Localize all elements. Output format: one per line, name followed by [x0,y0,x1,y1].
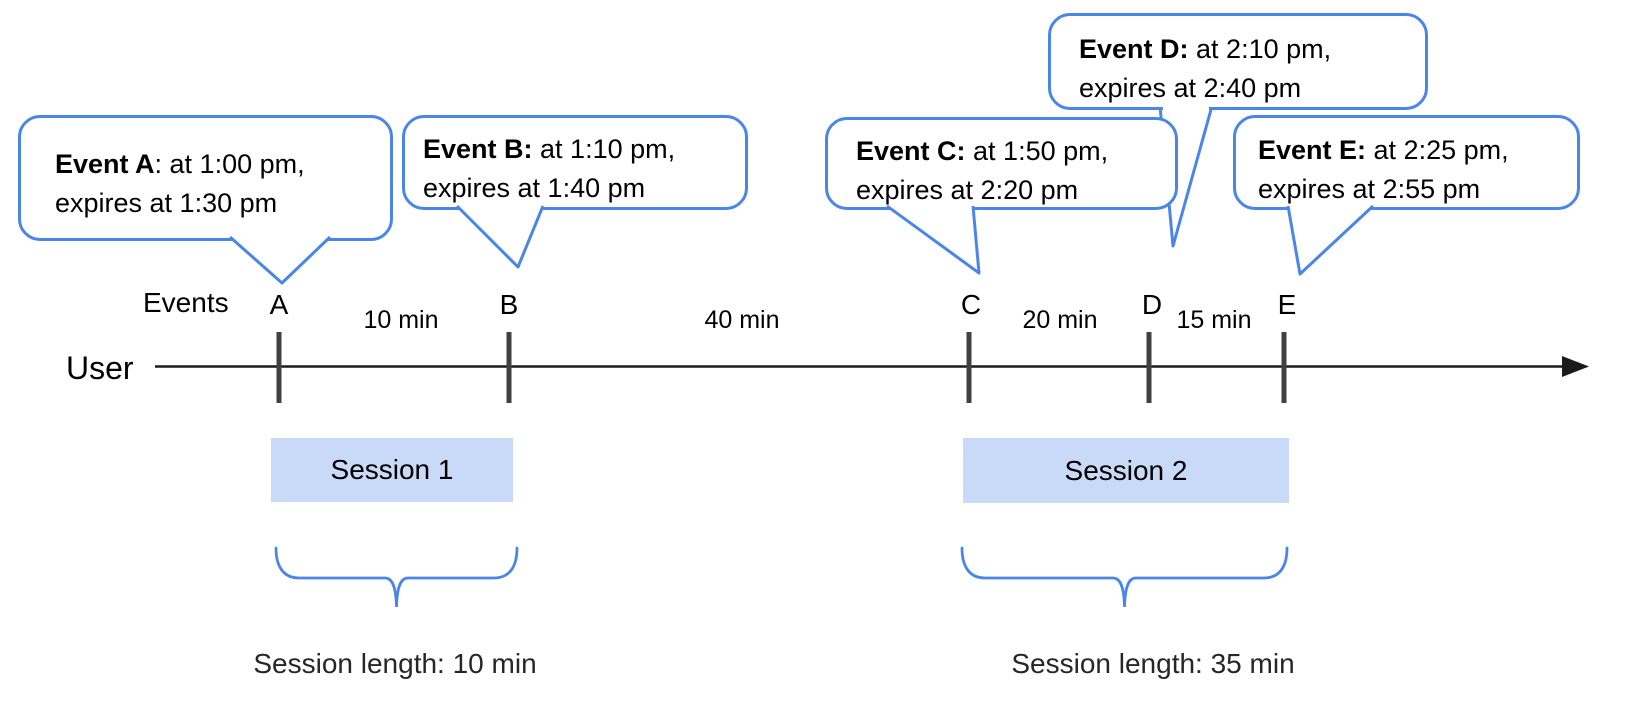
event-bubble-b: Event B: at 1:10 pm, expires at 1:40 pm [402,115,748,210]
bubble-d-tail-patch [1163,105,1209,111]
bubble-c-line1: Event C: at 1:50 pm, [856,136,1109,166]
bubble-e-line1: Event E: at 2:25 pm, [1258,135,1509,165]
events-label: Events [143,287,229,318]
bubble-e-line2: expires at 2:55 pm [1258,174,1481,204]
bubble-c-line2: expires at 2:20 pm [856,175,1079,205]
tick-letter-e: E [1277,289,1297,320]
session2-label: Session 2 [1064,454,1188,486]
event-bubble-e: Event E: at 2:25 pm, expires at 2:55 pm [1233,115,1580,210]
session2-length-label: Session length: 35 min [1011,648,1295,679]
session1-length-label: Session length: 10 min [253,648,537,679]
tick-letter-d: D [1141,289,1163,320]
bubble-a-line2: expires at 1:30 pm [55,188,278,218]
tick-letter-c: C [960,289,982,320]
gap-label-de: 15 min [1176,306,1252,334]
tick-letter-a: A [269,289,289,320]
tick-letter-b: B [499,289,519,320]
bubble-d-line2: expires at 2:40 pm [1079,73,1302,103]
event-bubble-c: Event C: at 1:50 pm, expires at 2:20 pm [825,117,1178,210]
session1-brace [274,546,519,608]
user-label: User [66,350,134,386]
session1-label: Session 1 [330,454,454,485]
bubble-b-line2: expires at 1:40 pm [423,173,646,203]
session2-brace [960,546,1289,608]
event-bubble-d: Event D: at 2:10 pm, expires at 2:40 pm [1048,13,1428,110]
bubble-b-line1: Event B: at 1:10 pm, [423,134,676,164]
session1-box: Session 1 [271,438,513,502]
gap-label-bc: 40 min [704,306,780,334]
arrow-head-icon [1562,356,1589,377]
session2-box: Session 2 [963,438,1289,503]
gap-label-ab: 10 min [363,306,439,334]
bubble-a-line1: Event A: at 1:00 pm, [55,149,305,179]
bubble-d-line1: Event D: at 2:10 pm, [1079,34,1332,64]
gap-label-cd: 20 min [1022,306,1098,334]
event-bubble-a: Event A: at 1:00 pm, expires at 1:30 pm [18,115,393,241]
